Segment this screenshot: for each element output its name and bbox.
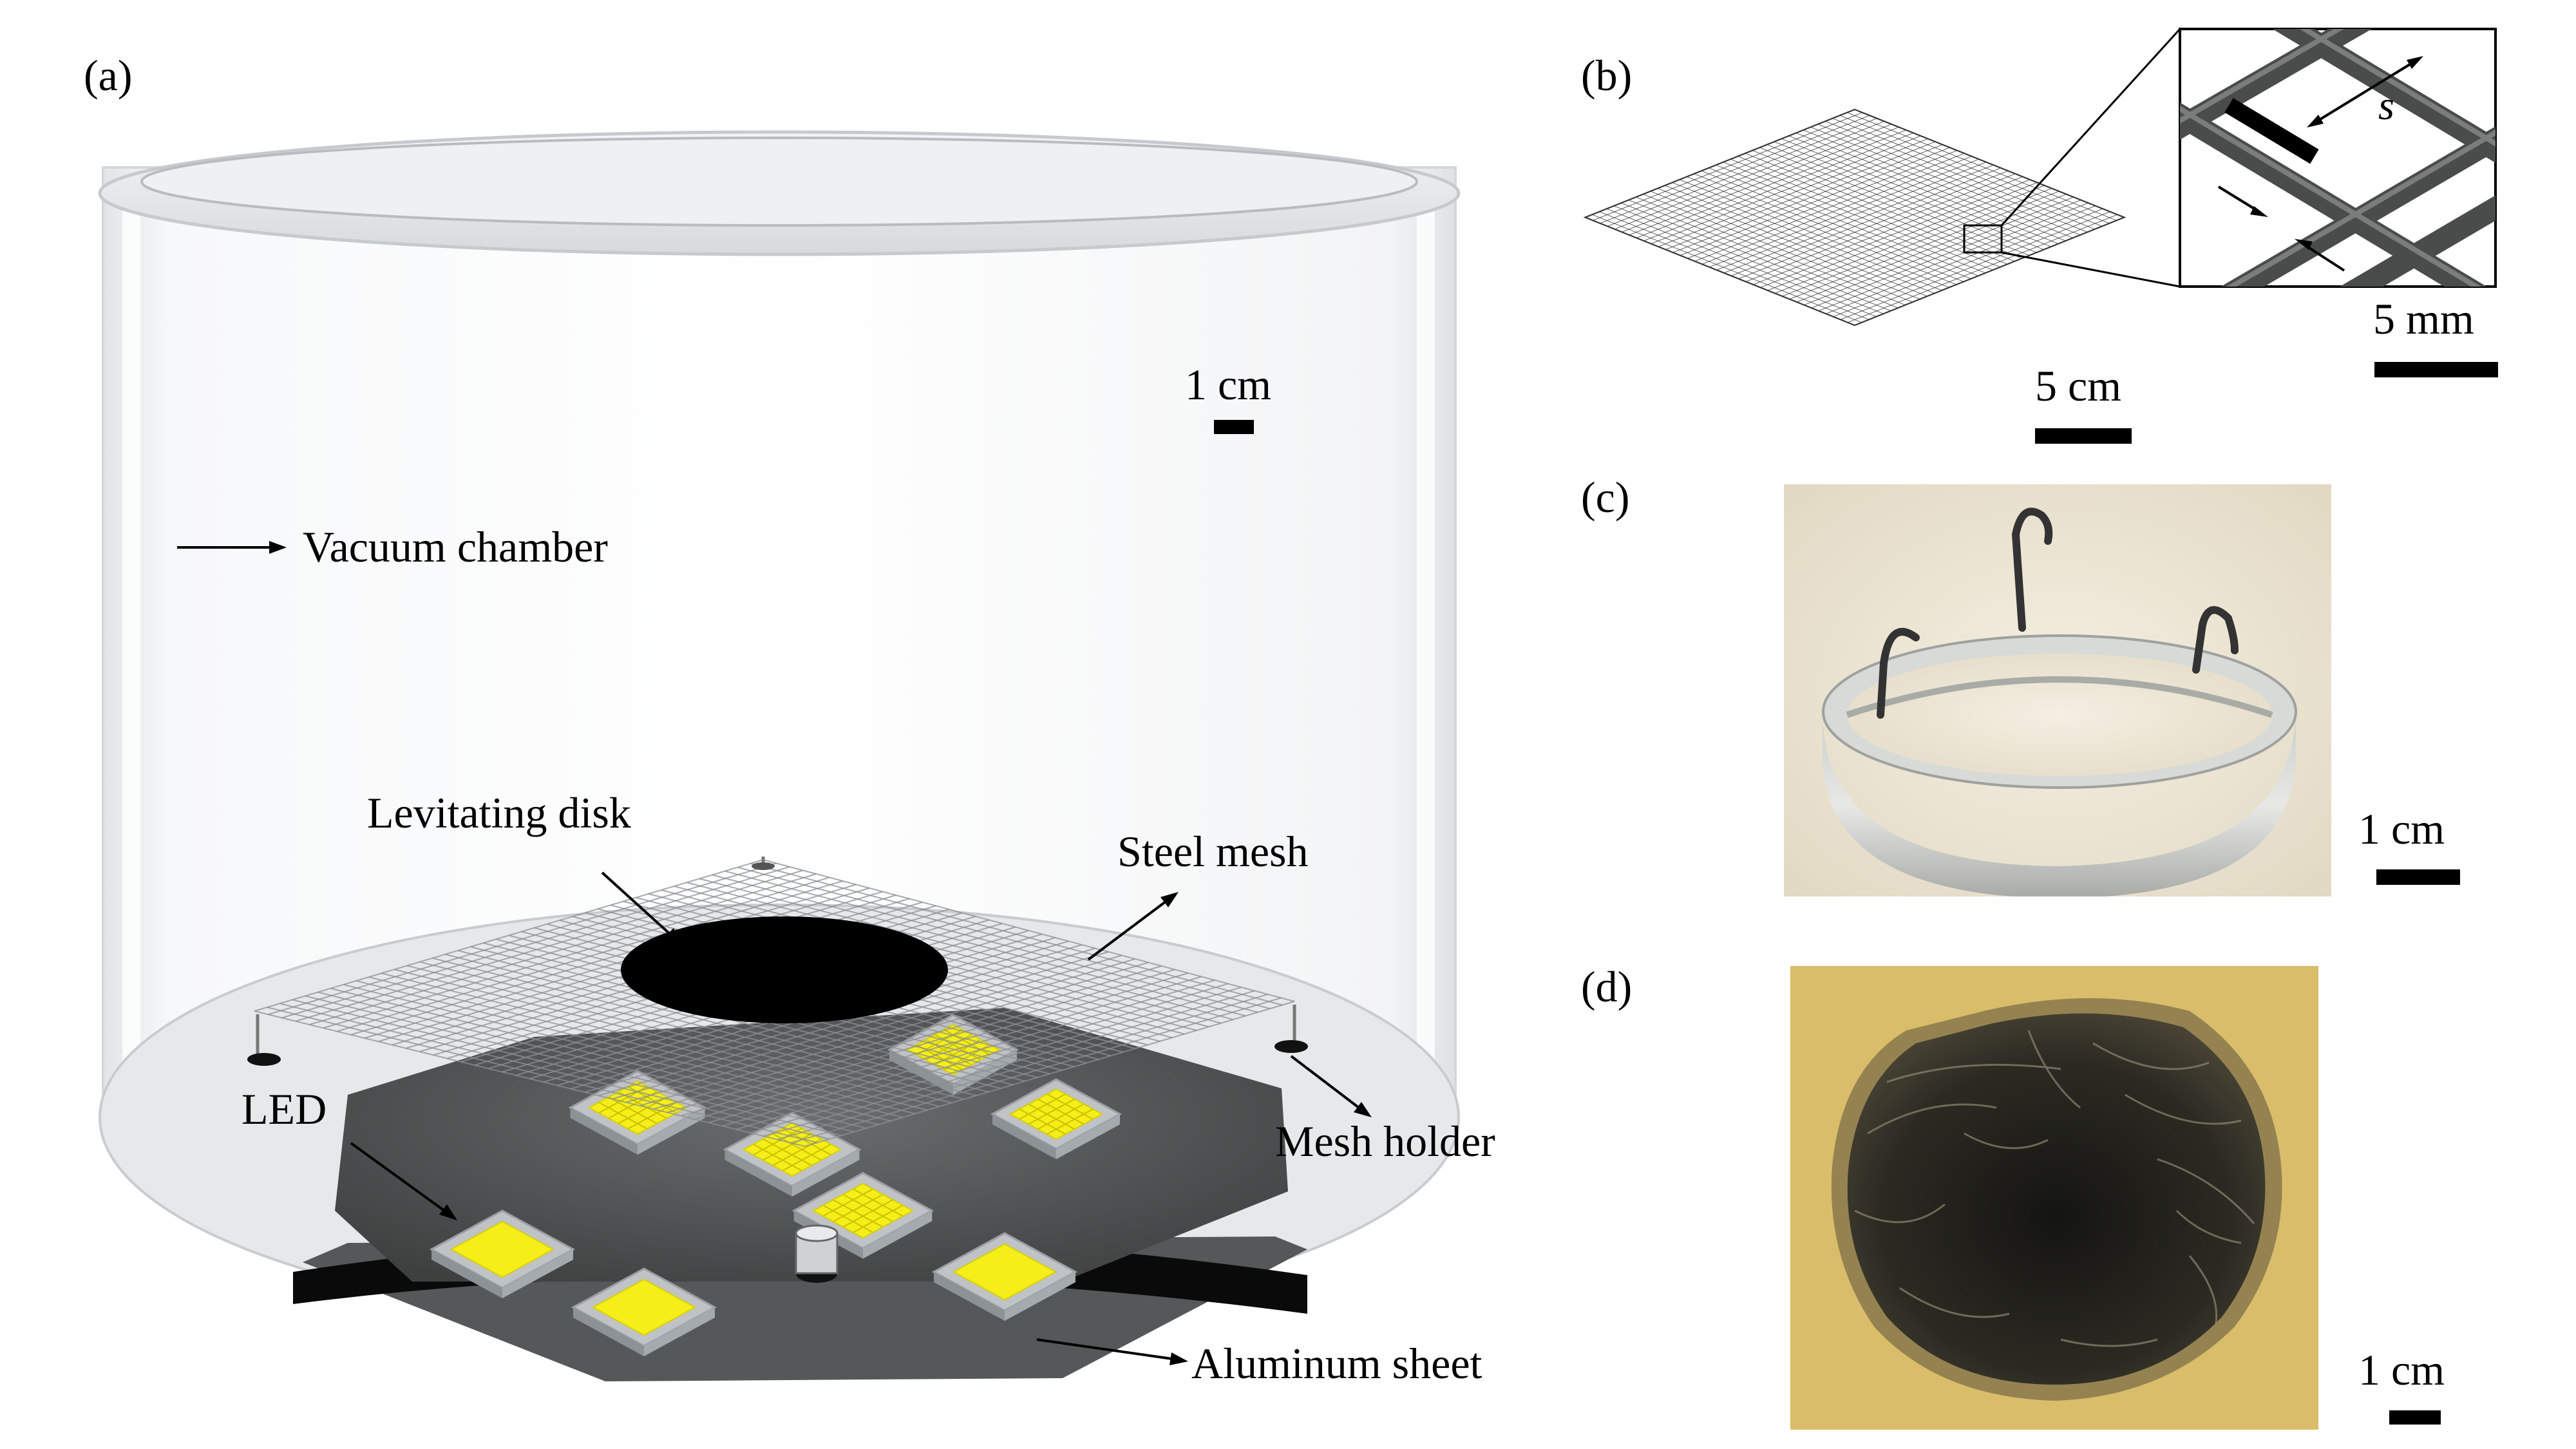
led-chip	[571, 1267, 717, 1356]
panel-c-scale-bar-label: 1 cm	[2358, 804, 2445, 853]
chamber-right-highlight	[1417, 193, 1435, 1121]
panel-a-label: (a)	[84, 51, 132, 100]
callout-arrows	[177, 541, 1372, 1365]
led-chip	[990, 1078, 1122, 1159]
mesh-holder-back	[752, 857, 775, 870]
chamber-left-highlight	[122, 193, 140, 1121]
led-chip	[931, 1232, 1078, 1321]
chamber-top-opening	[140, 137, 1418, 227]
mesh-inset: s d	[2179, 28, 2497, 288]
panel-b-scale-bar-label: 5 cm	[2035, 361, 2121, 410]
panel-d-scale-bar	[2389, 1410, 2441, 1425]
zoom-line-bottom	[2001, 251, 2181, 288]
mesh-holder-photo	[1784, 484, 2331, 896]
panel-a-scale-bar	[1214, 420, 1254, 434]
zoom-line-top	[2000, 28, 2181, 227]
levitating-disk-label: Levitating disk	[367, 788, 631, 837]
panel-b-inset-scale-bar-label: 5 mm	[2373, 294, 2474, 343]
mesh-holder-left	[247, 1014, 281, 1066]
aluminum-sheet-label: Aluminum sheet	[1191, 1339, 1482, 1388]
panel-b-label: (b)	[1581, 51, 1632, 100]
panel-c-scale-bar	[2376, 869, 2460, 885]
spacing-symbol-s: s	[2378, 82, 2394, 128]
led-chip	[429, 1209, 576, 1298]
panel-b-inset-scale-bar	[2374, 362, 2498, 377]
panel-d-scale-bar-label: 1 cm	[2358, 1345, 2445, 1394]
steel-mesh	[254, 859, 1295, 1147]
panel-d-label: (d)	[1581, 962, 1632, 1011]
panel-b-scale-bar	[2035, 428, 2132, 444]
mesh-holder-label: Mesh holder	[1275, 1117, 1495, 1166]
levitating-disk	[621, 916, 948, 1023]
sensor-cylinder-top	[795, 1224, 838, 1242]
panel-b: (b)	[1581, 28, 2498, 444]
panel-d: (d) 1 cm	[1581, 962, 2445, 1430]
steel-mesh-label: Steel mesh	[1117, 827, 1309, 876]
diameter-symbol-d: d	[2271, 200, 2293, 246]
panel-c-label: (c)	[1581, 473, 1629, 522]
panel-a: (a)	[84, 51, 1495, 1388]
vacuum-chamber-label: Vacuum chamber	[303, 522, 608, 571]
levitating-film-photo	[1790, 966, 2318, 1430]
panel-a-scale-bar-label: 1 cm	[1185, 360, 1271, 409]
zoom-region-box	[1963, 224, 2003, 254]
led-label: LED	[242, 1084, 327, 1133]
panel-c: (c) 1 cm	[1581, 473, 2460, 896]
mesh-diamond	[1583, 108, 2126, 327]
mesh-holder-right	[1274, 1005, 1308, 1053]
